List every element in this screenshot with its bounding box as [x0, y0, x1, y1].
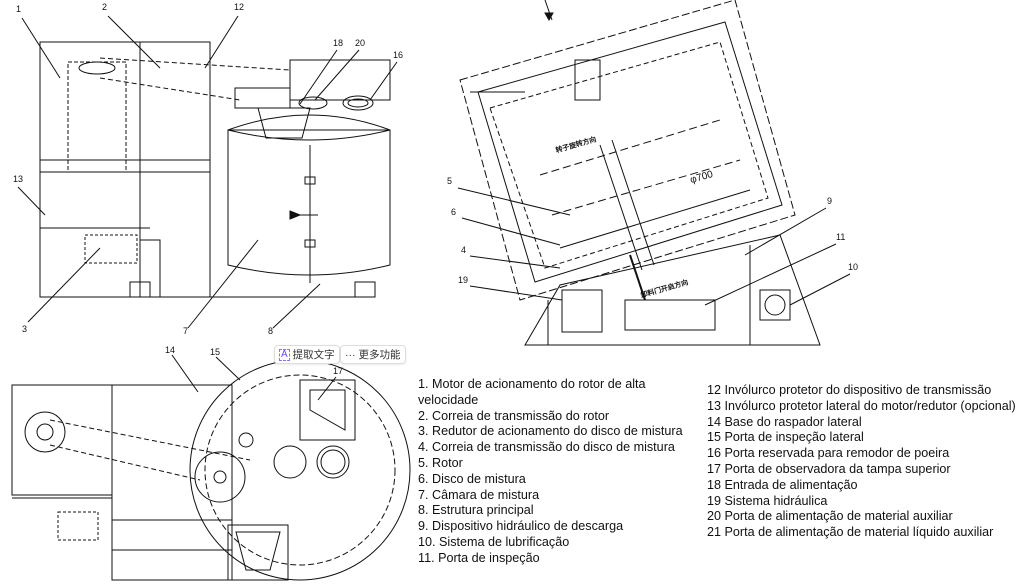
- legend-item: 16 Porta reservada para remodor de poeir…: [707, 446, 950, 461]
- callout-2: 2: [102, 2, 108, 12]
- legend-item: 2. Correia de transmissão do rotor: [418, 408, 610, 423]
- legend-item: 7. Câmara de mistura: [418, 487, 540, 502]
- legend-item: 8. Estrutura principal: [418, 503, 534, 518]
- legend-item: 5. Rotor: [418, 455, 463, 470]
- legend-item: 11. Porta de inspeção: [418, 550, 540, 565]
- callout-9: 9: [827, 196, 833, 206]
- more-features-button[interactable]: ··· 更多功能: [340, 345, 406, 364]
- legend-item: 12 Invólurco protetor do dispositivo de …: [707, 383, 992, 397]
- legend-item: 1. Motor de acionamento do rotor de alta…: [418, 377, 646, 407]
- more-features-label: 更多功能: [358, 349, 401, 361]
- callout-20: 20: [355, 38, 366, 48]
- legend-item: 21 Porta de alimentação de material líqu…: [707, 525, 994, 540]
- callout-18: 18: [333, 38, 344, 48]
- more-icon: ···: [345, 348, 356, 361]
- legend-item: 18 Entrada de alimentação: [707, 477, 858, 492]
- extract-text-button[interactable]: A 提取文字: [274, 345, 340, 364]
- extract-text-label: 提取文字: [292, 349, 335, 361]
- front-elevation-view: [17, 15, 398, 329]
- callout-12: 12: [234, 2, 245, 12]
- callout-19: 19: [458, 275, 469, 285]
- callout-13: 13: [13, 174, 24, 184]
- legend-item: 19 Sistema hidráulica: [707, 493, 828, 508]
- callout-11: 11: [836, 232, 846, 242]
- callout-6: 6: [451, 207, 457, 217]
- legend-item: 15 Porta de inspeção lateral: [707, 430, 864, 445]
- callout-17: 17: [333, 366, 344, 376]
- callout-14: 14: [165, 345, 176, 355]
- callout-10: 10: [848, 262, 859, 272]
- legend-item: 9. Dispositivo hidráulico de descarga: [418, 519, 624, 534]
- plan-view: [11, 354, 411, 581]
- tilted-section-view: [457, 0, 851, 346]
- callout-3: 3: [22, 324, 28, 334]
- ai-text-icon: A: [279, 348, 290, 361]
- legend-left: 1. Motor de acionamento do rotor de alta…: [418, 377, 703, 567]
- legend-item: 3. Redutor de acionamento do disco de mi…: [418, 424, 683, 439]
- legend-item: 20 Porta de alimentação de material auxi…: [707, 509, 953, 524]
- legend-item: 4. Correia de transmissão do disco de mi…: [418, 440, 675, 455]
- legend-item: 6. Disco de mistura: [418, 471, 526, 486]
- callout-4: 4: [461, 245, 467, 255]
- legend-item: 17 Porta de observadora da tampa superio…: [707, 461, 951, 476]
- callout-15: 15: [210, 347, 221, 357]
- callout-1: 1: [16, 4, 22, 14]
- callout-8: 8: [268, 326, 274, 336]
- legend-item: 14 Base do raspador lateral: [707, 414, 862, 429]
- legend-item: 13 Invólurco protetor lateral do motor/r…: [707, 398, 1016, 413]
- callout-5: 5: [447, 176, 453, 186]
- callout-16: 16: [393, 50, 404, 60]
- legend-item: 10. Sistema de lubrificação: [418, 534, 570, 549]
- legend-right: 12 Invólurco protetor do dispositivo de …: [707, 383, 1017, 541]
- callout-7: 7: [183, 326, 189, 336]
